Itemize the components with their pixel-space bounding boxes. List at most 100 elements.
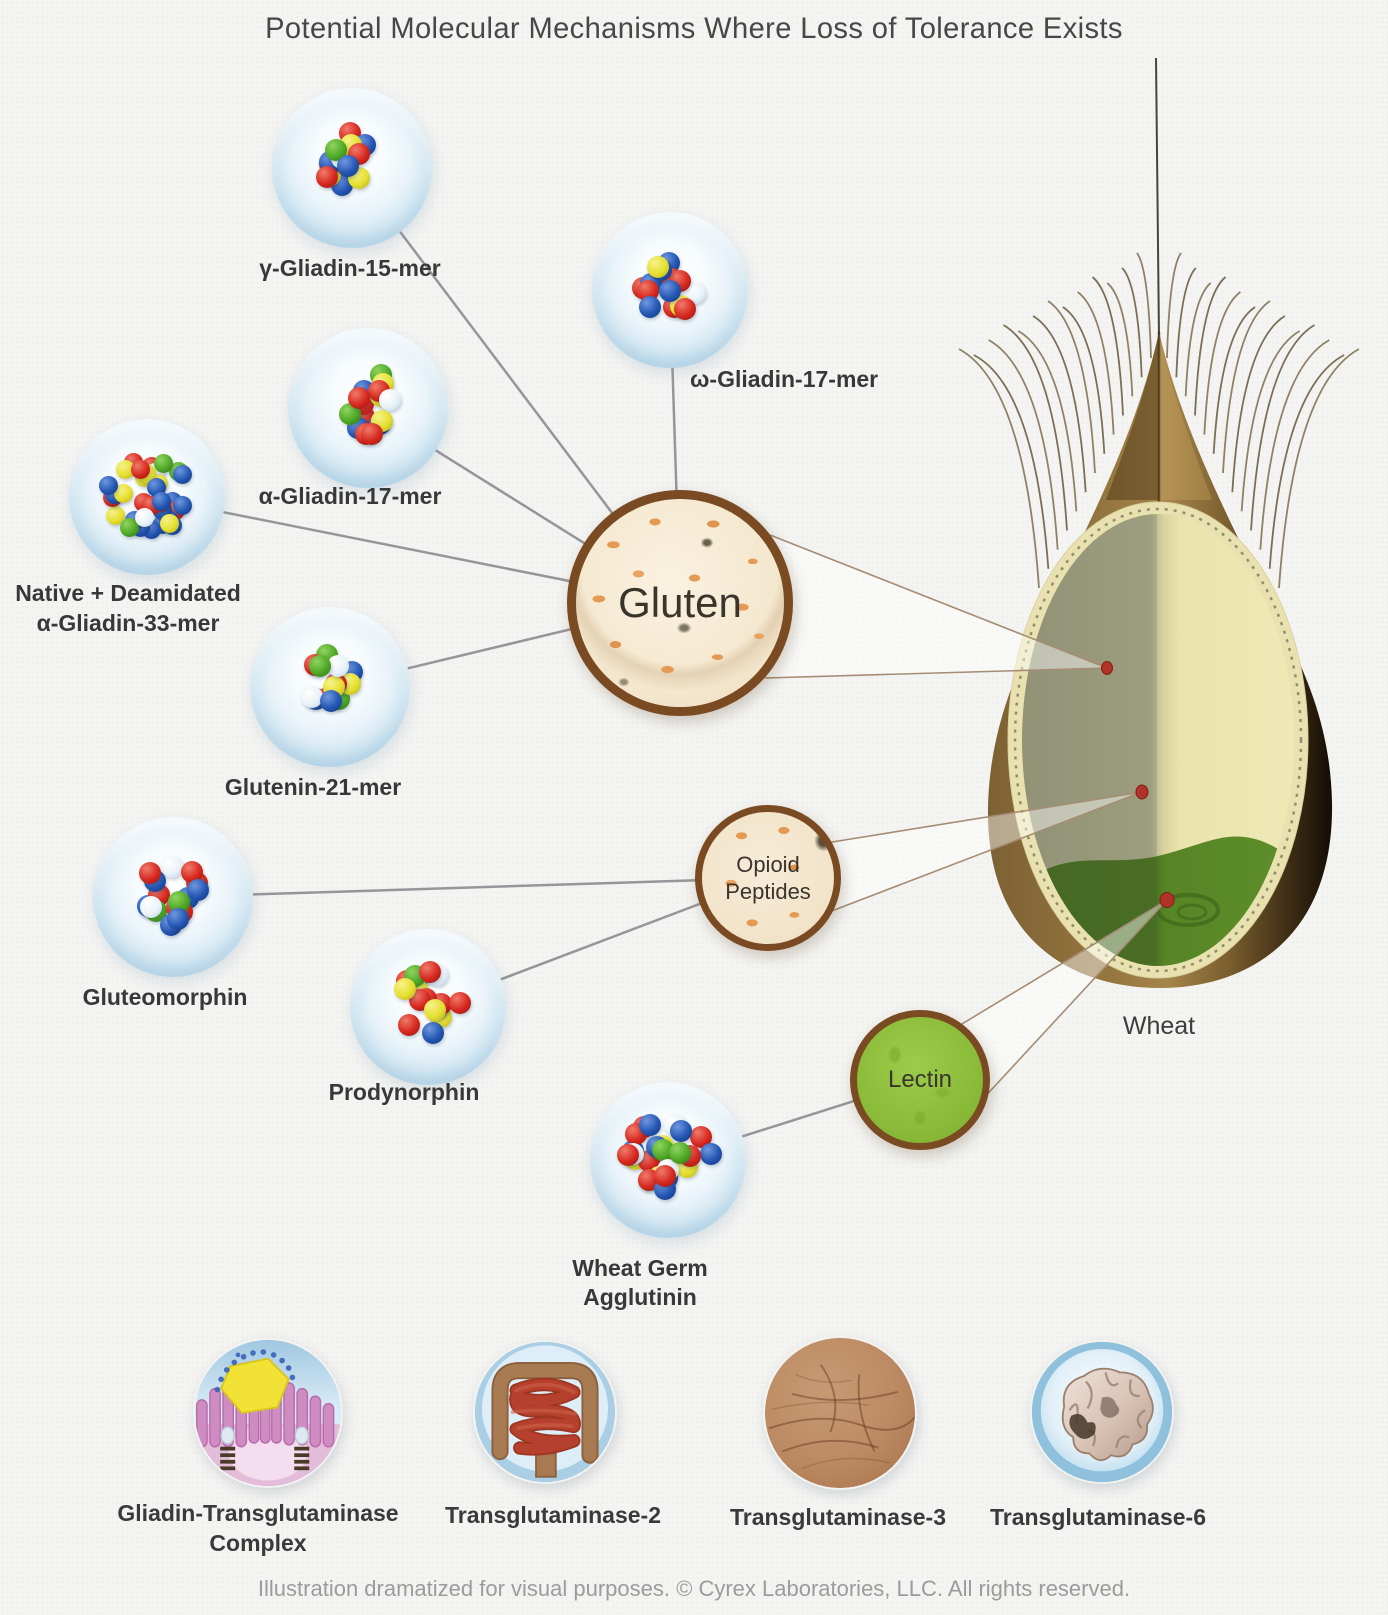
molecule-cluster	[250, 607, 410, 767]
gliadin-transglutaminase-complex-circle	[193, 1338, 343, 1488]
molecule-sphere	[167, 907, 190, 930]
wheat-awn	[1091, 276, 1124, 416]
molecule-sphere	[347, 386, 370, 409]
molecule-sphere	[658, 279, 681, 302]
wheat-awn	[1003, 324, 1068, 531]
wheat-center-awn	[1155, 57, 1160, 339]
molecule-sphere	[98, 475, 118, 495]
intestinal-villi-complex-icon	[194, 1339, 342, 1487]
molecule-label: γ-Gliadin-15-mer	[259, 255, 441, 281]
molecule-bubble-gluteomorphin	[93, 817, 253, 977]
transglutaminase-2-circle	[473, 1340, 617, 1484]
intestine-icon	[474, 1341, 616, 1483]
molecule-sphere	[116, 460, 136, 480]
molecule-cluster	[93, 817, 253, 977]
molecule-sphere	[638, 296, 661, 319]
molecule-label: Glutenin-21-mer	[224, 774, 402, 800]
molecule-bubble-gamma-gliadin-15-mer	[272, 88, 432, 248]
molecule-label: α-Gliadin-17-mer	[258, 483, 442, 509]
molecule-sphere	[186, 878, 209, 901]
molecule-sphere	[379, 389, 402, 412]
molecule-sphere	[669, 1120, 692, 1143]
molecule-sphere	[300, 685, 323, 708]
wheat-awn	[988, 339, 1059, 550]
wheat-awn	[1231, 315, 1286, 493]
wheat-kernel-illustration	[958, 57, 1360, 988]
molecule-sphere	[316, 166, 339, 189]
wheat-awn	[1032, 315, 1087, 493]
wheat-awn	[1106, 282, 1134, 397]
bottom-label: Transglutaminase-3	[729, 1504, 947, 1530]
molecule-sphere	[654, 1164, 677, 1187]
wheat-awn	[1121, 267, 1143, 378]
molecule-sphere	[674, 298, 697, 321]
wheat-awn	[1175, 267, 1197, 378]
molecule-sphere	[639, 1114, 662, 1137]
molecule-bubble-glutenin-21-mer	[250, 607, 410, 767]
molecule-sphere	[172, 496, 192, 516]
molecule-sphere	[309, 654, 332, 677]
wheat-awn	[1184, 282, 1212, 397]
molecule-sphere	[138, 862, 161, 885]
opioid-peptides-label: Opioid Peptides	[725, 852, 811, 904]
skin-icon	[764, 1337, 916, 1489]
wheat-cone-light-right	[1159, 332, 1212, 500]
molecule-cluster	[272, 88, 432, 248]
wheat-label: Wheat	[1122, 1012, 1196, 1040]
wheat-awn	[958, 348, 1040, 589]
bottom-label: Transglutaminase-6	[989, 1504, 1207, 1530]
molecule-bubble-omega-gliadin-17-mer	[592, 212, 748, 368]
molecule-sphere	[114, 483, 134, 503]
molecule-sphere	[448, 991, 471, 1014]
molecule-cluster	[69, 419, 225, 575]
molecule-sphere	[700, 1143, 723, 1166]
molecule-cluster	[288, 328, 448, 488]
molecule-sphere	[160, 856, 183, 879]
wheat-awns	[958, 252, 1360, 589]
brain-icon	[1031, 1341, 1173, 1483]
molecule-label: ω-Gliadin-17-mer	[690, 366, 879, 392]
gluten-label: Gluten	[618, 579, 742, 626]
wheat-awn	[1250, 324, 1315, 531]
wheat-awn	[1222, 300, 1271, 474]
molecule-label: Native + Deamidated α-Gliadin-33-mer	[15, 580, 241, 636]
molecule-bubble-alpha-gliadin-17-mer	[288, 328, 448, 488]
wheat-germ-swirl-inner	[1176, 903, 1208, 921]
opioid-peptides-hub-circle: Opioid Peptides	[695, 805, 841, 951]
wheat-awn	[1194, 276, 1227, 416]
wheat-awn	[1077, 291, 1115, 435]
wheat-awn	[1062, 306, 1106, 454]
transglutaminase-6-circle	[1030, 1340, 1174, 1484]
molecule-sphere	[617, 1143, 640, 1166]
lectin-label: Lectin	[887, 1066, 953, 1093]
gluten-hub-circle: Gluten	[567, 490, 793, 716]
molecule-sphere	[397, 1014, 420, 1037]
wheat-cone-shade-left	[1106, 332, 1159, 500]
bottom-label: Gliadin-Transglutaminase Complex	[117, 1500, 399, 1556]
molecule-label: Wheat Germ Agglutinin	[572, 1255, 708, 1310]
bottom-label: Transglutaminase-2	[444, 1502, 662, 1528]
molecule-label: Prodynorphin	[328, 1079, 480, 1105]
molecule-bubble-native-deamidated-33-mer	[69, 419, 225, 575]
molecule-sphere	[173, 465, 193, 485]
wheat-awn	[1203, 291, 1241, 435]
molecule-sphere	[106, 505, 126, 525]
molecule-sphere	[394, 977, 417, 1000]
molecule-sphere	[360, 423, 383, 446]
molecule-sphere	[319, 690, 342, 713]
wheat-awn	[1017, 330, 1078, 512]
molecule-cluster	[350, 929, 506, 1085]
wheat-awn	[1136, 252, 1152, 359]
footer-credit: Illustration dramatized for visual purpo…	[257, 1576, 1131, 1601]
molecule-bubble-prodynorphin	[350, 929, 506, 1085]
transglutaminase-3-circle	[763, 1336, 917, 1490]
wheat-awn	[1268, 354, 1345, 569]
molecule-cluster	[592, 212, 748, 368]
wheat-awn	[1259, 339, 1330, 550]
molecule-sphere	[422, 1022, 445, 1045]
lectin-hub-circle: Lectin	[850, 1010, 990, 1150]
molecule-sphere	[139, 896, 162, 919]
molecule-cluster	[590, 1082, 746, 1238]
molecule-sphere	[119, 518, 139, 538]
